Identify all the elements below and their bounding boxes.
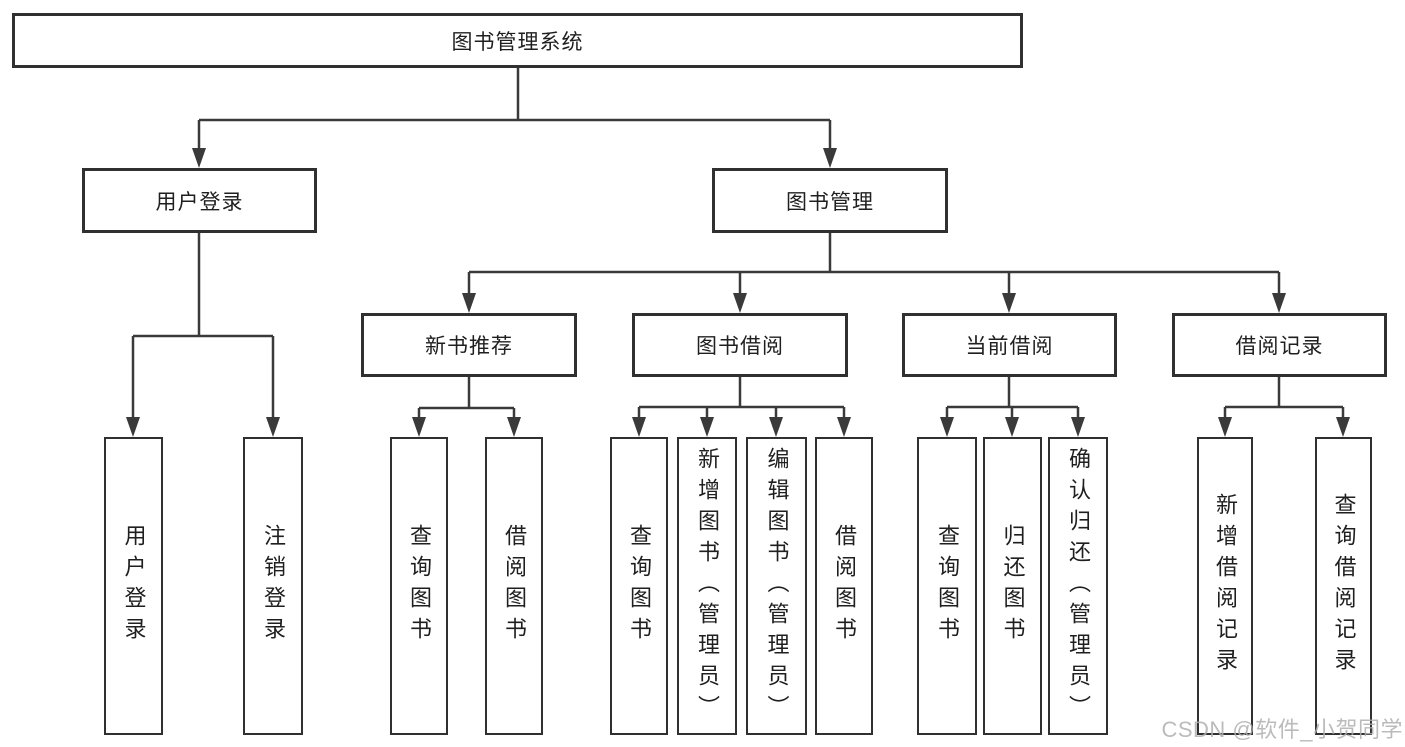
- leaf-label: 新增图书（管理员）: [695, 446, 720, 726]
- leaf-label: 借阅图书: [832, 524, 857, 648]
- leaf-bb-add-books-admin: 新增图书（管理员）: [677, 437, 737, 735]
- node-user-login-branch: 用户登录: [82, 168, 317, 233]
- leaf-label: 确认归还（管理员）: [1066, 446, 1091, 726]
- node-label: 图书管理系统: [451, 30, 584, 54]
- connector-book-borrow-branch: [632, 377, 851, 437]
- node-label: 图书借阅: [696, 335, 784, 358]
- leaf-logout: 注销登录: [243, 437, 303, 735]
- connector-book-mgmt-branch: [462, 233, 1286, 313]
- node-current-borrow: 当前借阅: [902, 313, 1117, 377]
- connector-borrow-records-branch: [1218, 377, 1350, 437]
- leaf-label: 查询图书: [627, 524, 652, 648]
- leaf-bb-query-books: 查询图书: [610, 437, 668, 735]
- leaf-cb-confirm-return-admin: 确认归还（管理员）: [1048, 437, 1108, 735]
- node-book-mgmt-branch: 图书管理: [712, 168, 948, 233]
- node-label: 图书管理: [786, 190, 874, 214]
- node-root-system: 图书管理系统: [12, 13, 1023, 68]
- leaf-cb-query-books: 查询图书: [917, 437, 977, 735]
- node-label: 用户登录: [155, 190, 244, 214]
- leaf-nb-query-books: 查询图书: [390, 437, 448, 735]
- leaf-user-login: 用户登录: [104, 437, 163, 735]
- leaf-label: 查询图书: [935, 524, 960, 648]
- csdn-watermark: CSDN @软件_小贺同学: [1161, 717, 1403, 742]
- leaf-label: 查询借阅记录: [1331, 493, 1357, 679]
- leaf-br-add-record: 新增借阅记录: [1197, 437, 1253, 735]
- node-label: 借阅记录: [1235, 335, 1324, 358]
- connector-current-borrow-branch: [940, 377, 1085, 437]
- node-label: 当前借阅: [965, 335, 1054, 358]
- connector-root-to-level2: [192, 68, 837, 168]
- node-book-borrow: 图书借阅: [632, 313, 848, 377]
- leaf-bb-edit-books-admin: 编辑图书（管理员）: [746, 437, 807, 735]
- leaf-label: 注销登录: [261, 524, 286, 648]
- connector-new-book-branch: [412, 377, 521, 437]
- leaf-label: 新增借阅记录: [1213, 493, 1238, 679]
- node-label: 新书推荐: [425, 335, 513, 358]
- leaf-label: 查询图书: [407, 524, 432, 648]
- node-new-book-recommend: 新书推荐: [361, 313, 577, 377]
- leaf-cb-return-books: 归还图书: [983, 437, 1042, 735]
- leaf-nb-borrow-books: 借阅图书: [485, 437, 543, 735]
- node-borrow-records: 借阅记录: [1172, 313, 1387, 377]
- connector-user-login-branch: [126, 233, 280, 437]
- leaf-label: 用户登录: [121, 524, 147, 648]
- leaf-bb-borrow-books: 借阅图书: [815, 437, 873, 735]
- leaf-br-query-record: 查询借阅记录: [1315, 437, 1372, 735]
- leaf-label: 借阅图书: [502, 524, 527, 648]
- leaf-label: 归还图书: [1000, 524, 1026, 648]
- leaf-label: 编辑图书（管理员）: [764, 446, 790, 726]
